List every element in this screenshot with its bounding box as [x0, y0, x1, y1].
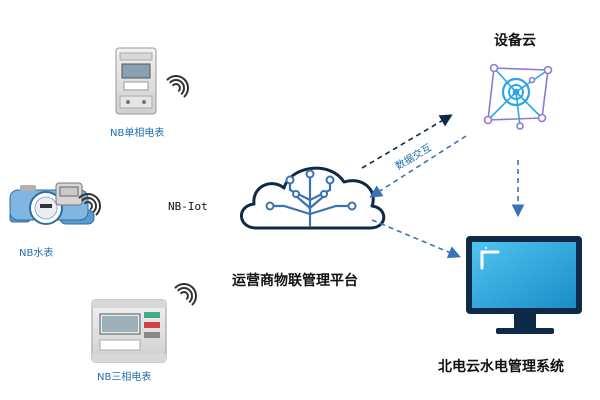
data-exchange-label: 数据交互	[393, 141, 434, 173]
wifi-signal-icon	[166, 75, 189, 98]
three-phase-meter-image	[91, 299, 167, 363]
platform-label: 运营商物联管理平台	[232, 273, 358, 289]
water-meter-image	[9, 182, 95, 225]
wifi-signal-icon	[174, 283, 197, 306]
water-meter-label: NB水表	[19, 248, 54, 259]
wifi-signal-icon	[78, 193, 101, 216]
system-label: 北电云水电管理系统	[438, 359, 564, 375]
arrow-platform-to-system	[371, 219, 461, 259]
device-cloud-label: 设备云	[494, 33, 536, 49]
arrow-cloud-to-platform	[369, 135, 467, 198]
monitor-icon	[466, 236, 582, 334]
device-cloud-network-icon	[483, 63, 553, 130]
three-phase-meter-label: NB三相电表	[97, 372, 152, 383]
single-phase-meter-label: NB单相电表	[110, 128, 165, 139]
nb-iot-label: NB-Iot	[168, 200, 208, 213]
single-phase-meter-image	[115, 47, 157, 115]
arrow-platform-to-cloud	[361, 114, 453, 169]
iot-platform-cloud-icon	[240, 166, 386, 230]
